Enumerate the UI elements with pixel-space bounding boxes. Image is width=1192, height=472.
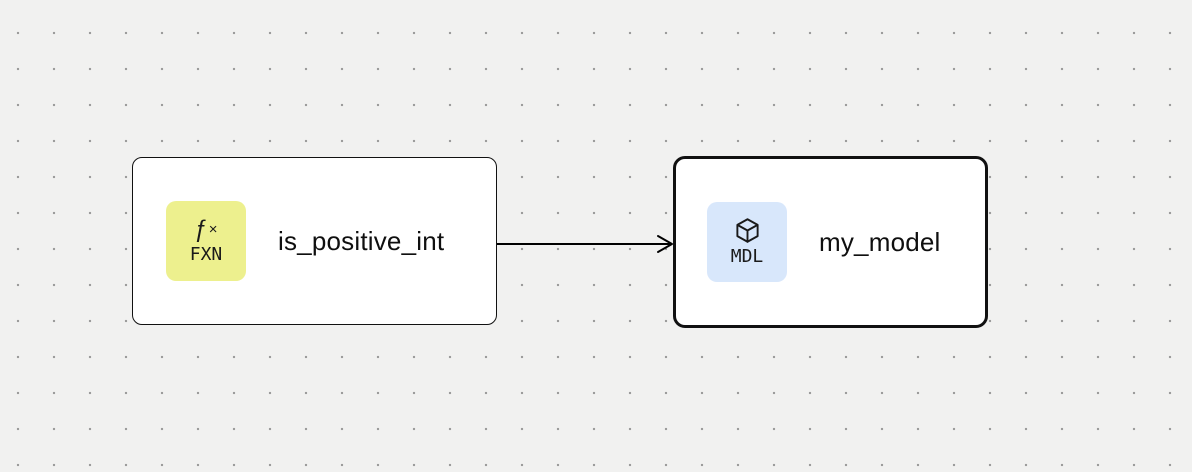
function-badge: ƒ× FXN: [166, 201, 246, 281]
edge-arrow[interactable]: [497, 231, 677, 257]
node-label: my_model: [819, 226, 941, 257]
node-my-model[interactable]: MDL my_model: [673, 156, 988, 328]
node-label: is_positive_int: [278, 225, 445, 256]
model-badge-tag: MDL: [730, 246, 764, 267]
cube-icon: [735, 218, 759, 243]
function-badge-tag: FXN: [189, 243, 223, 265]
function-icon: ƒ×: [194, 215, 218, 243]
arrowhead-icon: [657, 235, 673, 253]
model-badge: MDL: [707, 202, 787, 282]
node-is-positive-int[interactable]: ƒ× FXN is_positive_int: [132, 157, 497, 325]
